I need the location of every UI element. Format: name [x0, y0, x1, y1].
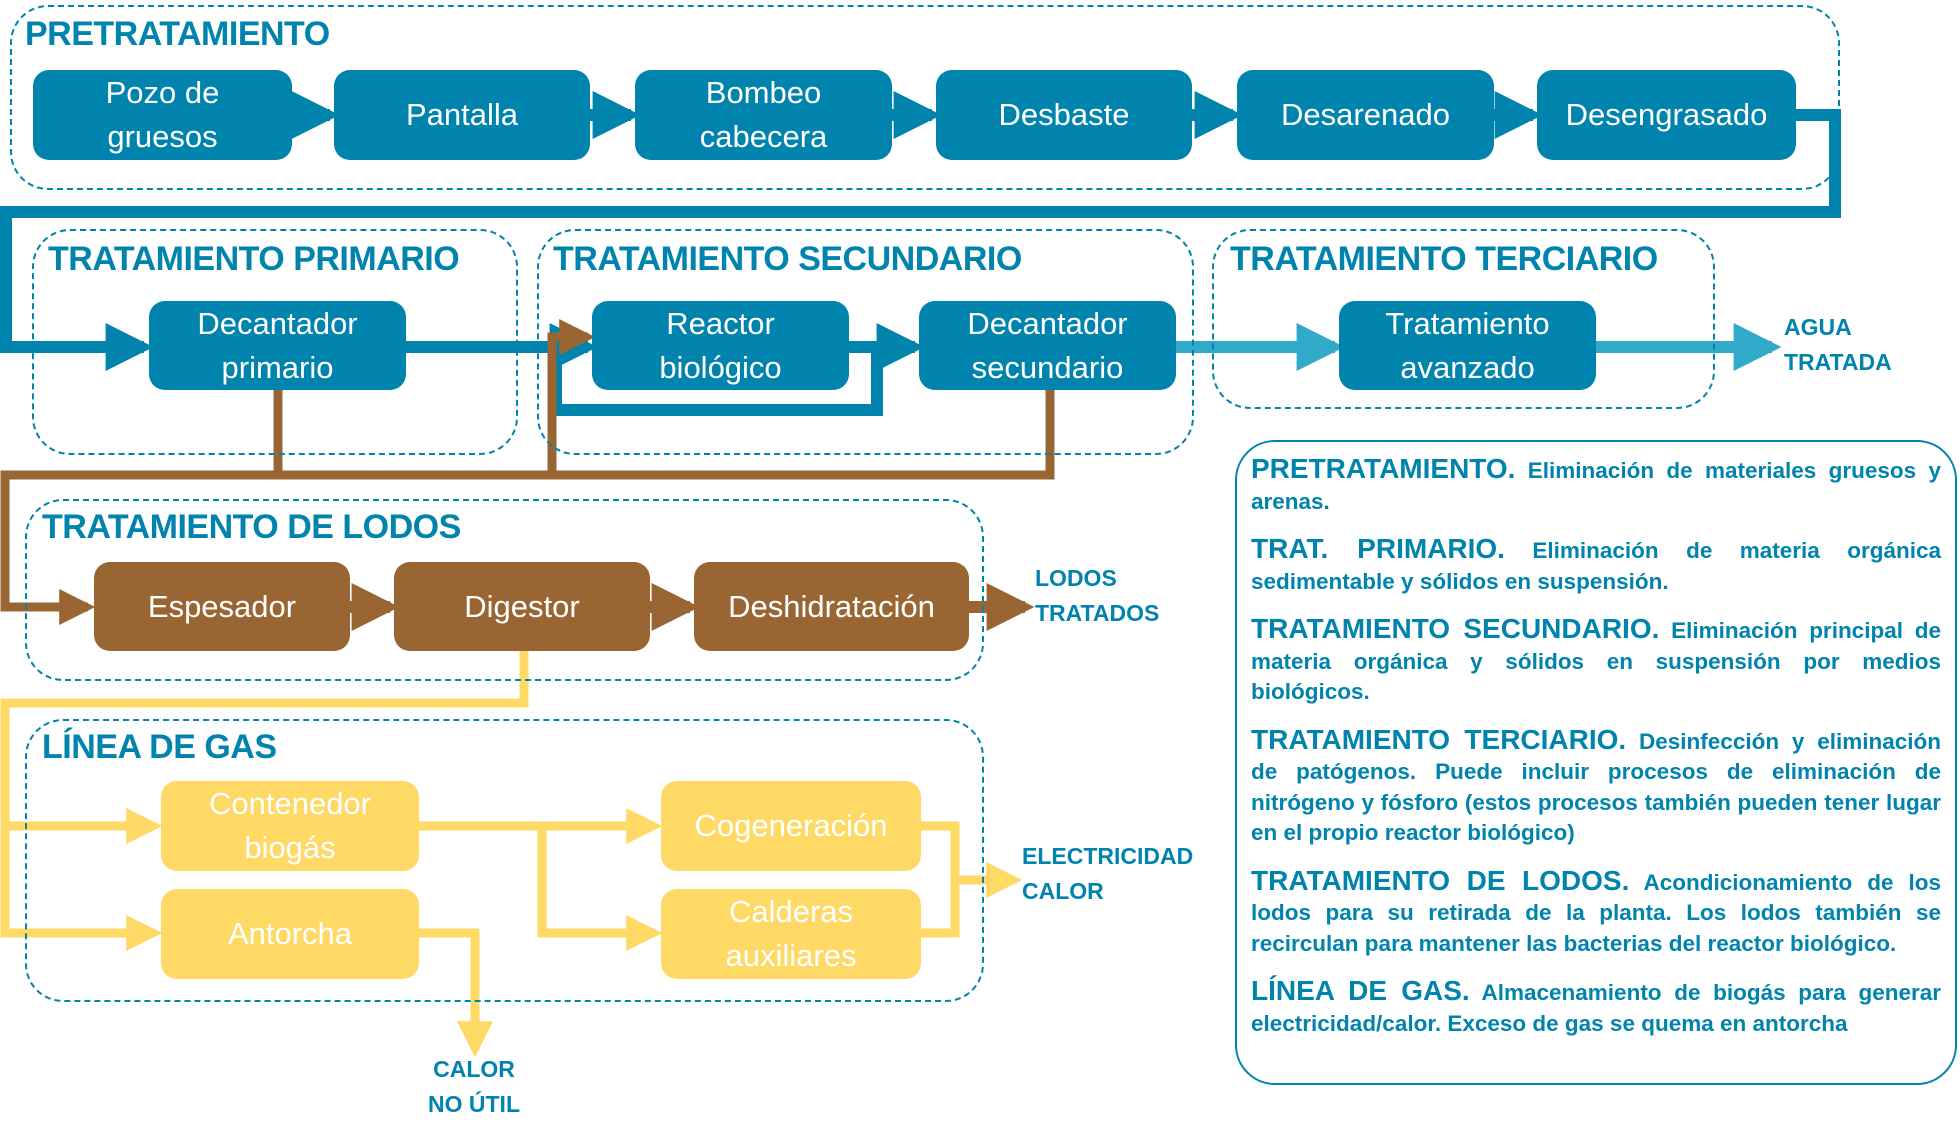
legend-key: PRETRATAMIENTO. [1251, 453, 1516, 484]
arrow-pretratamiento-primario [0, 109, 1841, 371]
legend-text: Eliminación de materia orgánica sediment… [1251, 538, 1941, 594]
gas-to-antorcha [0, 826, 163, 951]
legend-key: TRATAMIENTO TERCIARIO. [1251, 723, 1627, 755]
node-espesador: Espesador [94, 562, 350, 651]
node-desarenado: Desarenado [1237, 70, 1494, 160]
legend-item: LÍNEA DE GAS. Almacenamiento de biogás p… [1251, 975, 1941, 1039]
node-digestor: Digestor [394, 562, 650, 651]
legend-key: TRATAMIENTO DE LODOS. [1251, 864, 1630, 896]
stage-title-secundario: TRATAMIENTO SECUNDARIO [553, 240, 1022, 278]
node-cogeneracion: Cogeneración [661, 781, 921, 871]
node-desbaste: Desbaste [936, 70, 1192, 160]
legend-text: Eliminación de materiales gruesos y aren… [1251, 458, 1941, 514]
legend-key: TRATAMIENTO SECUNDARIO. [1251, 613, 1660, 644]
arrow-calor-no-util [419, 928, 493, 1058]
legend-item: TRATAMIENTO TERCIARIO. Desinfección y el… [1251, 723, 1941, 849]
node-desengrasado: Desengrasado [1537, 70, 1796, 160]
legend-box: PRETRATAMIENTO. Eliminación de materiale… [1235, 440, 1957, 1085]
stage-title-gas: LÍNEA DE GAS [42, 728, 277, 766]
legend-text: Acondicionamiento de los lodos para su r… [1251, 869, 1942, 956]
stage-title-terciario: TRATAMIENTO TERCIARIO [1230, 240, 1658, 278]
node-bombeo-cabecera: Bombeo cabecera [635, 70, 892, 160]
legend-item: TRATAMIENTO SECUNDARIO. Eliminación prin… [1251, 613, 1941, 708]
node-decantador-primario: Decantador primario [149, 301, 406, 390]
node-contenedor-biogas: Contenedor biogás [161, 781, 419, 871]
stage-title-lodos: TRATAMIENTO DE LODOS [42, 508, 461, 546]
output-electricidad-calor: ELECTRICIDAD CALOR [1022, 843, 1194, 904]
legend-text: Desinfección y eliminación de patógenos.… [1251, 728, 1941, 846]
node-decantador-secundario: Decantador secundario [919, 301, 1176, 390]
legend-text: Eliminación principal de materia orgánic… [1251, 618, 1941, 704]
node-deshidratacion: Deshidratación [694, 562, 969, 651]
stage-terciario [1212, 229, 1715, 409]
stage-title-pretratamiento: PRETRATAMIENTO [25, 15, 330, 53]
legend-key: TRAT. PRIMARIO. [1251, 533, 1505, 564]
legend-key: LÍNEA DE GAS. [1251, 975, 1470, 1006]
stage-primario [32, 229, 518, 455]
stage-lodos [25, 499, 984, 681]
output-lodos-tratados: LODOS TRATADOS [1035, 565, 1160, 626]
stage-pretratamiento [10, 5, 1840, 190]
output-calor-no-util: CALOR NO ÚTIL [428, 1056, 520, 1117]
sludge-secundario [0, 390, 1055, 625]
gas-digestor-out [0, 651, 529, 844]
stage-secundario [537, 229, 1194, 455]
node-antorcha: Antorcha [161, 889, 419, 979]
node-tratamiento-avanzado: Tratamiento avanzado [1339, 301, 1596, 390]
node-reactor-biologico: Reactor biológico [592, 301, 849, 390]
node-calderas-auxiliares: Calderas auxiliares [661, 889, 921, 979]
legend-text: Almacenamiento de biogás para generar el… [1251, 980, 1941, 1036]
legend-item: TRAT. PRIMARIO. Eliminación de materia o… [1251, 533, 1941, 597]
node-pozo-de-gruesos: Pozo de gruesos [33, 70, 292, 160]
legend-item: TRATAMIENTO DE LODOS. Acondicionamiento … [1251, 864, 1942, 960]
gas-contenedor-calderas [537, 826, 663, 951]
output-agua-tratada: AGUA TRATADA [1784, 314, 1892, 375]
legend-item: PRETRATAMIENTO. Eliminación de materiale… [1251, 453, 1941, 517]
stage-title-primario: TRATAMIENTO PRIMARIO [48, 240, 460, 278]
node-pantalla: Pantalla [334, 70, 590, 160]
stage-gas [25, 719, 984, 1002]
